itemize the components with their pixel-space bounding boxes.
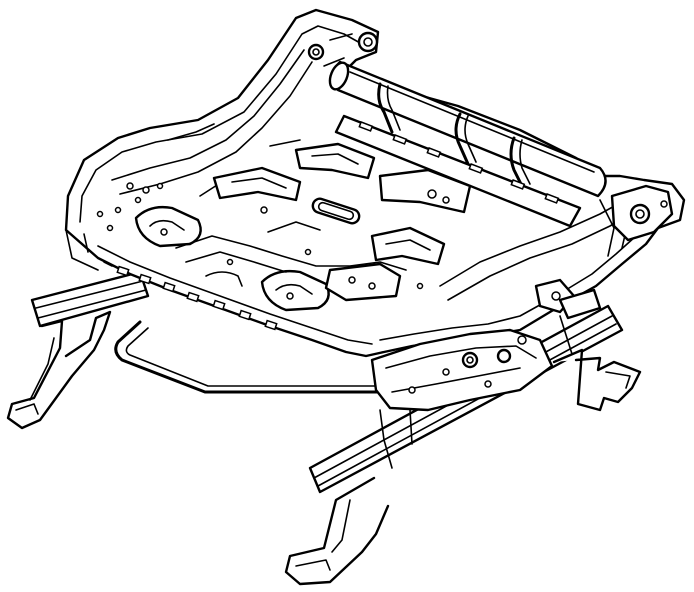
rear-cross-tube: [328, 60, 607, 198]
front-riser: [65, 229, 99, 271]
center-pan-stampings: [134, 139, 472, 312]
rear-strap: [334, 114, 582, 228]
seat-pan: [64, 8, 686, 358]
height-mechanism: [370, 278, 602, 469]
spring-hooks: [377, 82, 531, 188]
left-track-rail: [6, 270, 150, 430]
right-side-member: [439, 184, 674, 301]
rear-pivot-bracket: [307, 31, 379, 67]
